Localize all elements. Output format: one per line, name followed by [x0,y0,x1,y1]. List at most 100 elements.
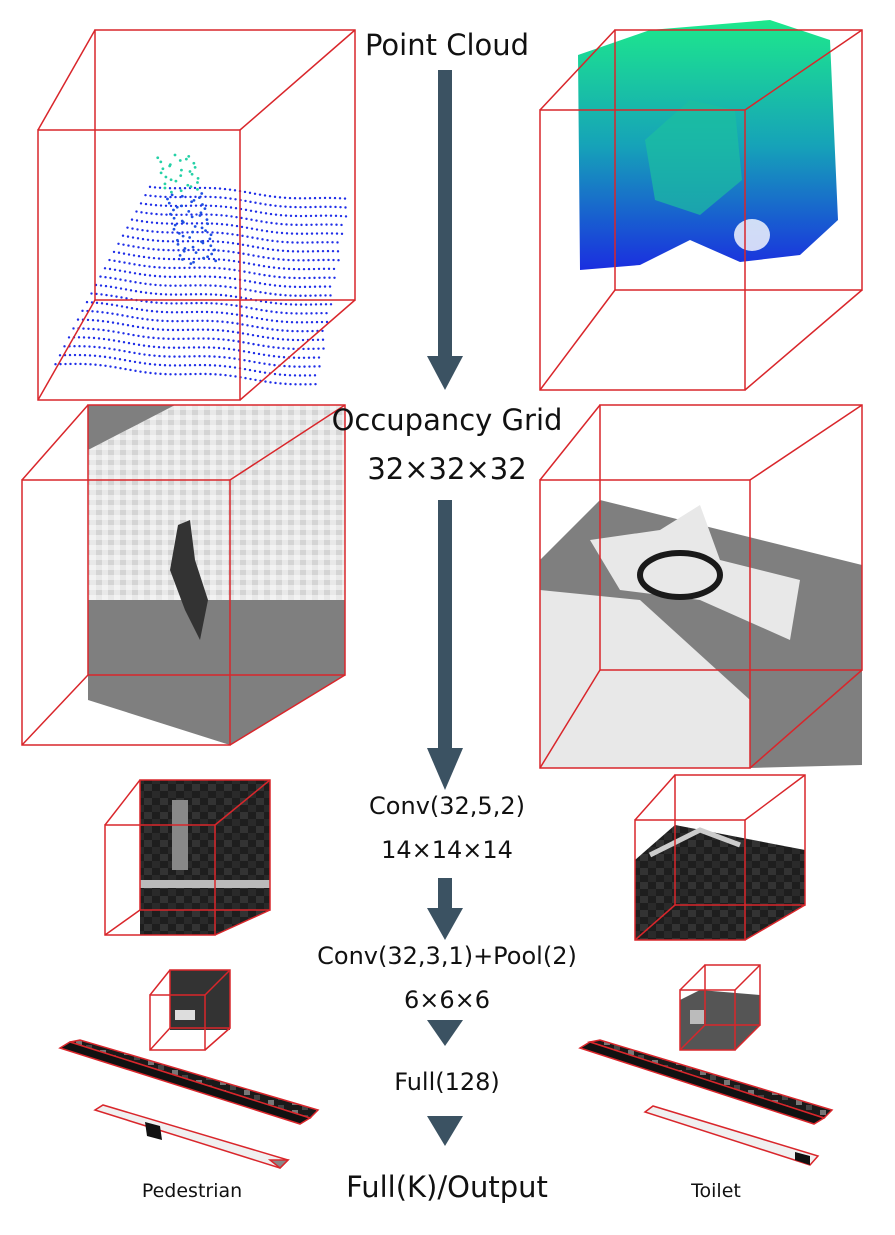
lidar-point [236,242,240,246]
lidar-point [175,213,178,217]
lidar-point [199,372,202,376]
lidar-point [322,267,326,271]
lidar-point [85,300,89,304]
lidar-point [236,233,239,237]
lidar-point [252,342,255,346]
lidar-point [133,263,136,266]
lidar-point [209,204,213,207]
lidar-point [184,284,187,287]
lidar-point [178,355,181,358]
lidar-point [160,213,163,216]
lidar-point [171,231,174,234]
lidar-point [142,335,145,338]
lidar-point [189,195,192,199]
lidar-point [311,329,314,333]
lidar-point [172,216,176,220]
lidar-point [138,352,141,355]
lidar-point [304,303,308,306]
lidar-point [144,202,148,206]
lidar-point [153,274,157,278]
lidar-point [287,267,291,271]
lidar-point [298,285,302,289]
lidar-point [167,248,170,252]
lidar-point [148,362,152,366]
lidar-point [245,217,248,221]
lidar-point [217,346,221,350]
lidar-point [229,206,233,209]
lidar-point [187,257,191,261]
lidar-point [118,358,122,361]
lidar-point [189,372,192,376]
lidar-point [172,227,176,231]
lidar-point [176,242,180,246]
lidar-point [155,221,159,225]
lidar-point [104,276,107,279]
lidar-point [313,365,316,368]
lidar-point [244,288,247,291]
lidar-point [144,371,147,374]
stage-size-conv1: 14×14×14 [381,836,513,864]
lidar-point [250,218,253,221]
lidar-point [244,297,248,300]
lidar-point [214,259,218,263]
lidar-point [278,196,282,199]
lidar-point [172,337,175,341]
lidar-point [163,186,167,190]
lidar-point [125,306,129,309]
lidar-point [64,362,67,366]
lidar-point [301,250,305,253]
lidar-point [154,283,157,287]
lidar-point [219,293,223,297]
lidar-point [117,331,120,334]
lidar-point [159,284,162,287]
lidar-point [177,257,181,261]
lidar-point [211,328,215,332]
lidar-point [288,285,292,288]
lidar-point [100,293,103,296]
lidar-point [178,364,182,367]
lidar-point [258,370,262,374]
lidar-point [191,245,195,249]
lidar-point [269,301,273,304]
lidar-point [344,215,348,218]
lidar-point [98,355,102,358]
lidar-point [324,294,327,297]
lidar-point [318,276,321,279]
lidar-point [165,213,168,216]
lidar-point [190,213,193,216]
lidar-point [158,363,162,367]
lidar-point [181,234,185,238]
lidar-point [256,334,260,338]
lidar-point [121,314,124,317]
lidar-point [116,322,120,325]
lidar-point [218,355,221,359]
lidar-point [337,259,340,262]
lidar-point [187,154,191,158]
lidar-point [153,265,156,269]
lidar-point [250,227,254,230]
lidar-point [227,338,230,342]
lidar-point [266,327,269,330]
lidar-point [284,205,287,208]
lidar-point [256,325,259,329]
lidar-point [272,355,276,358]
lidar-point [340,232,344,236]
lidar-point [104,364,107,368]
lidar-point [307,347,310,351]
lidar-point [192,161,196,165]
lidar-point [248,280,252,283]
lidar-point [261,238,264,241]
lidar-point [224,196,227,200]
lidar-point [116,313,119,316]
lidar-point [291,338,295,342]
lidar-point [196,231,199,234]
lidar-point [156,319,159,322]
lidar-point [214,284,217,287]
lidar-point [324,214,328,217]
lidar-point [264,291,267,295]
arrow-2 [427,500,463,790]
lidar-point [187,337,190,340]
lidar-point [162,257,166,261]
lidar-point [279,302,283,305]
lidar-point [214,293,218,296]
